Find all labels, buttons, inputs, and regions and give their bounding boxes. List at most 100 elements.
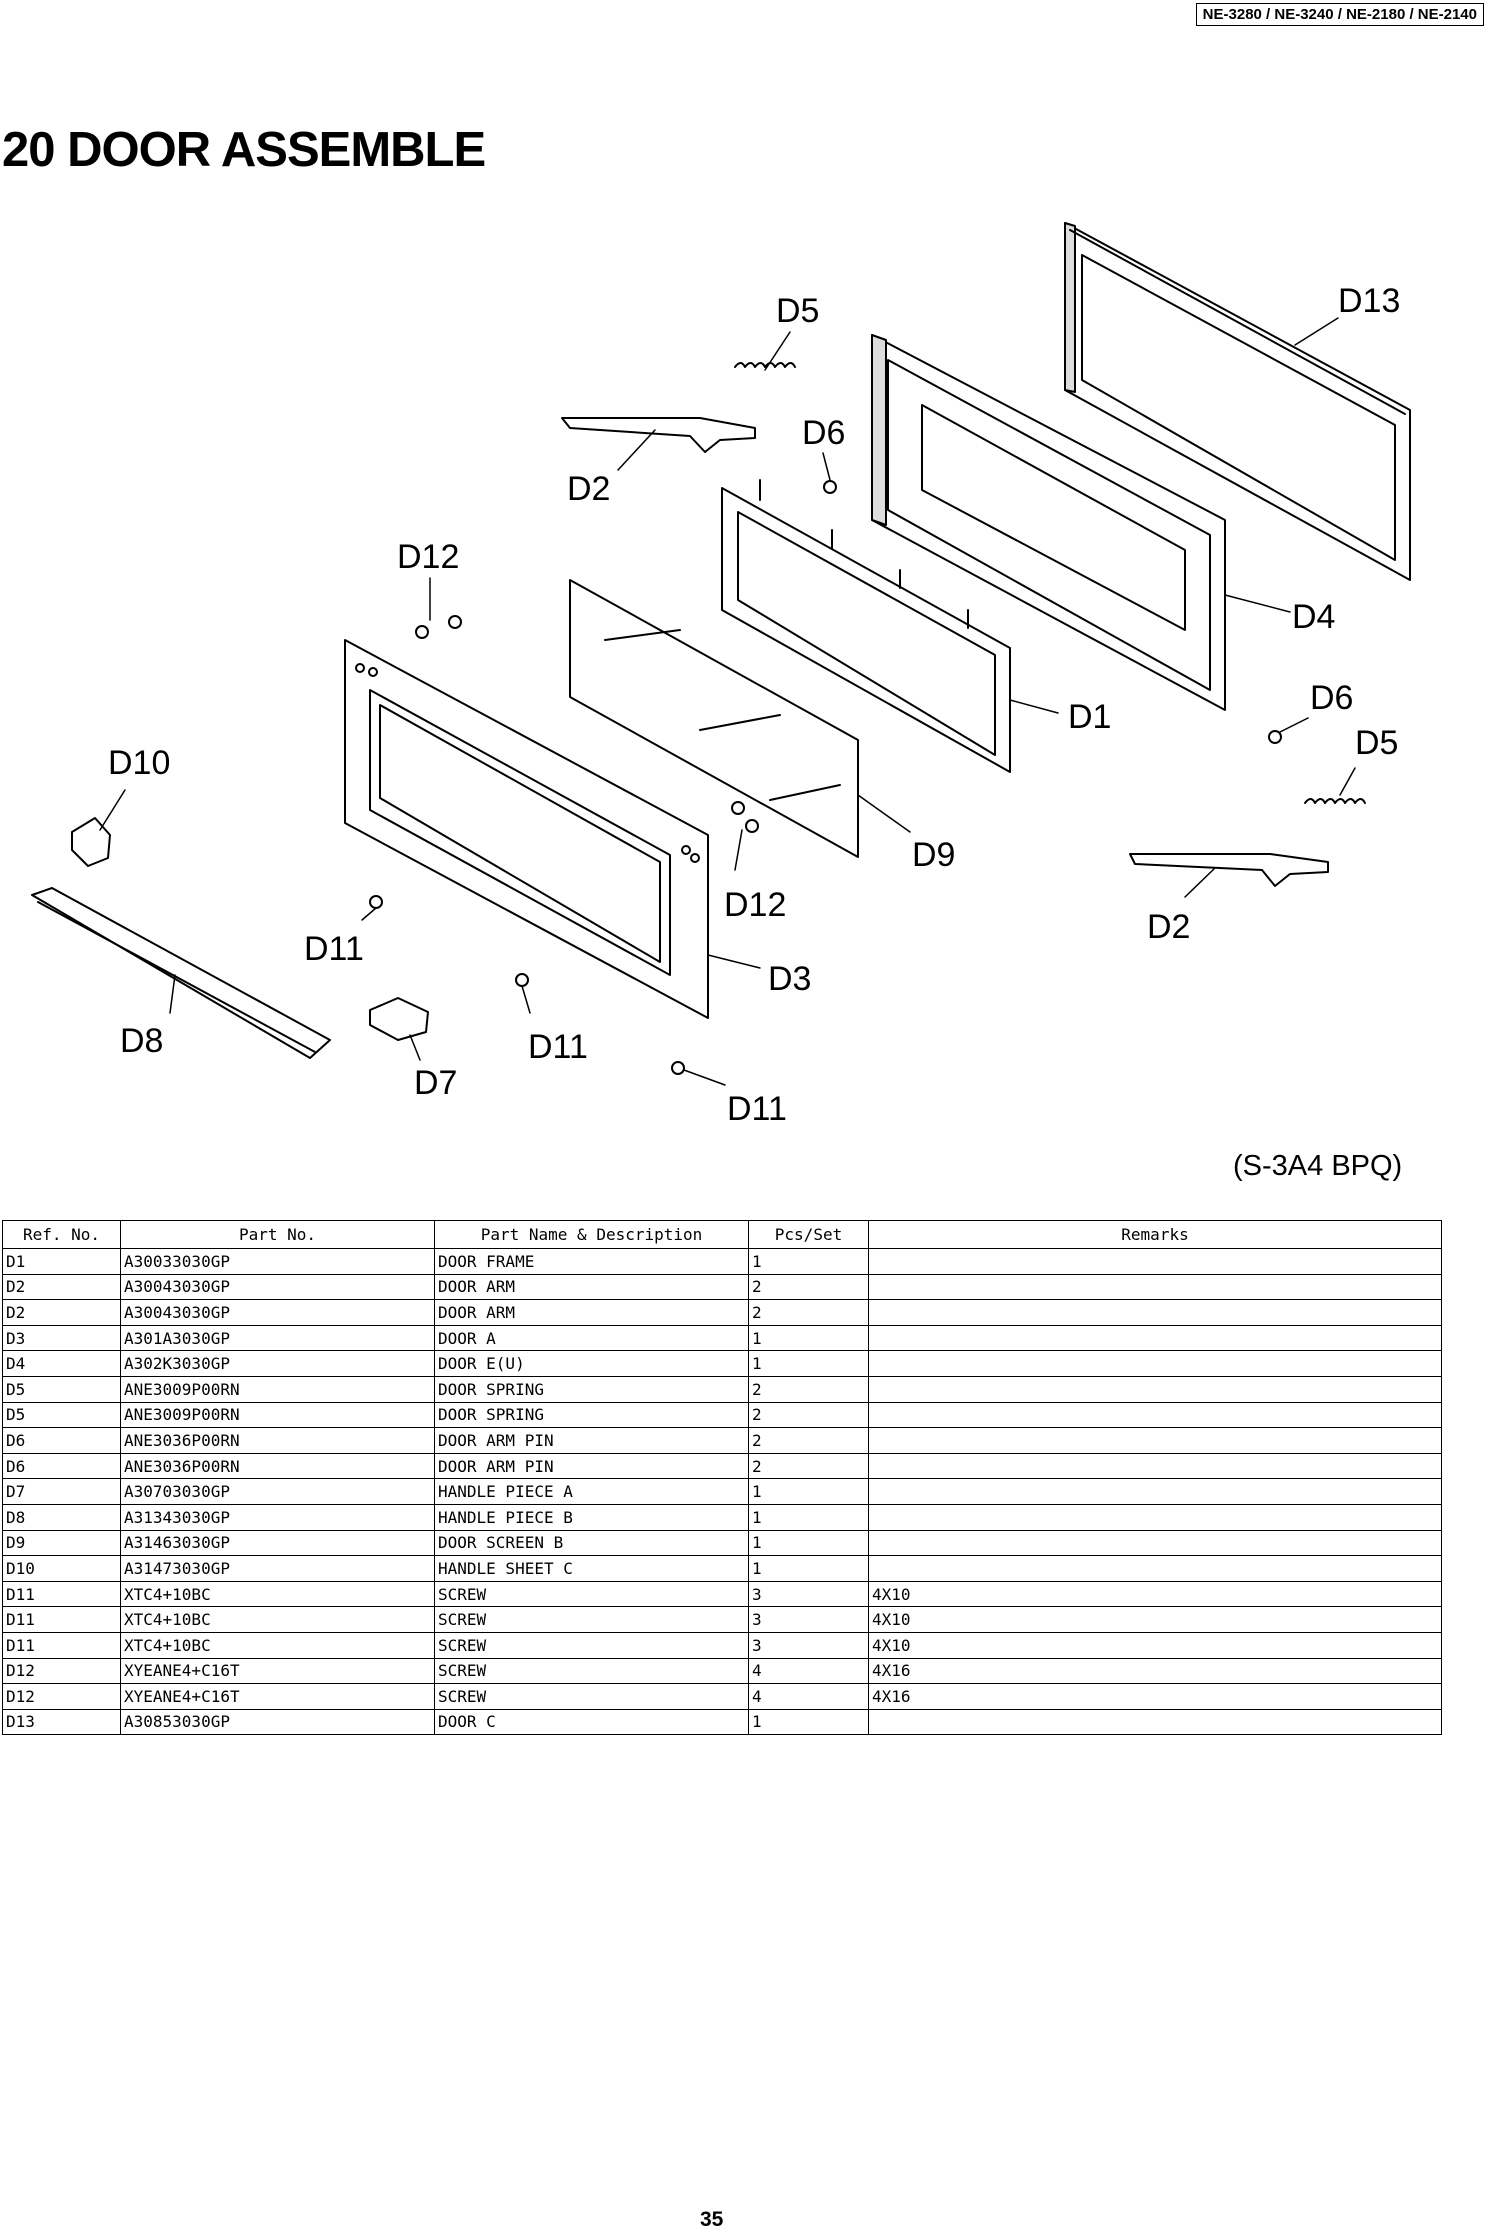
cell-description: SCREW (434, 1657, 749, 1685)
door-spring-lower-part (1304, 798, 1366, 804)
cell-ref: D12 (2, 1683, 121, 1710)
cell-remarks (868, 1273, 1442, 1301)
cell-pcs: 3 (748, 1606, 869, 1633)
callout-d11: D11 (528, 1028, 588, 1066)
cell-ref: D10 (2, 1555, 121, 1582)
cell-part-no: A31473030GP (120, 1555, 435, 1582)
cell-description: DOOR E(U) (434, 1350, 749, 1377)
callout-d5: D5 (1355, 724, 1398, 762)
cell-ref: D3 (2, 1324, 121, 1352)
callout-d8: D8 (120, 1022, 163, 1060)
cell-part-no: XYEANE4+C16T (120, 1683, 435, 1710)
callout-d2: D2 (567, 470, 610, 508)
cell-description: DOOR ARM (434, 1299, 749, 1326)
door-spring-upper-part (734, 362, 796, 368)
callout-d11: D11 (727, 1090, 787, 1128)
page-title: 20 DOOR ASSEMBLE (2, 123, 486, 177)
cell-remarks (868, 1427, 1442, 1454)
cell-ref: D2 (2, 1299, 121, 1326)
door-arm-pin-upper-part (823, 480, 837, 494)
cell-remarks: 4X10 (868, 1580, 1442, 1608)
cell-description: HANDLE PIECE B (434, 1503, 749, 1531)
cell-description: DOOR SPRING (434, 1401, 749, 1429)
door-c-part (1064, 222, 1411, 581)
cell-part-no: ANE3009P00RN (120, 1375, 435, 1403)
cell-pcs: 1 (748, 1478, 869, 1505)
cell-pcs: 2 (748, 1401, 869, 1429)
cell-pcs: 1 (748, 1248, 869, 1275)
handle-sheet-c-part (71, 817, 111, 867)
drawing-code: (S-3A4 BPQ) (1233, 1150, 1403, 1182)
cell-remarks: 4X16 (868, 1657, 1442, 1685)
callout-d13: D13 (1338, 282, 1400, 320)
callout-d2: D2 (1147, 908, 1190, 946)
cell-ref: D12 (2, 1657, 121, 1685)
cell-pcs: 4 (748, 1683, 869, 1710)
cell-remarks (868, 1350, 1442, 1377)
cell-description: DOOR ARM (434, 1273, 749, 1301)
callout-d12: D12 (724, 886, 786, 924)
cell-part-no: A301A3030GP (120, 1324, 435, 1352)
cell-remarks: 4X10 (868, 1631, 1442, 1659)
cell-remarks (868, 1529, 1442, 1557)
cell-description: DOOR C (434, 1708, 749, 1736)
cell-part-no: ANE3036P00RN (120, 1452, 435, 1480)
cell-description: DOOR A (434, 1324, 749, 1352)
cell-part-no: A31343030GP (120, 1503, 435, 1531)
cell-part-no: ANE3036P00RN (120, 1427, 435, 1454)
cell-description: SCREW (434, 1683, 749, 1710)
cell-description: DOOR ARM PIN (434, 1452, 749, 1480)
cell-description: HANDLE PIECE A (434, 1478, 749, 1505)
cell-description: SCREW (434, 1606, 749, 1633)
cell-description: DOOR FRAME (434, 1248, 749, 1275)
cell-part-no: A30043030GP (120, 1299, 435, 1326)
callout-d11: D11 (304, 930, 364, 968)
cell-pcs: 1 (748, 1555, 869, 1582)
door-arm-upper-part (561, 417, 756, 453)
cell-remarks (868, 1324, 1442, 1352)
cell-part-no: A302K3030GP (120, 1350, 435, 1377)
cell-ref: D11 (2, 1631, 121, 1659)
cell-remarks (868, 1478, 1442, 1505)
callout-d9: D9 (912, 836, 955, 874)
cell-description: DOOR ARM PIN (434, 1427, 749, 1454)
callout-d1: D1 (1068, 698, 1111, 736)
header-pcs-set: Pcs/Set (748, 1220, 869, 1249)
door-e-part (871, 334, 1226, 711)
cell-remarks: 4X16 (868, 1683, 1442, 1710)
cell-pcs: 1 (748, 1503, 869, 1531)
cell-ref: D11 (2, 1580, 121, 1608)
screw-d12-part (448, 615, 462, 629)
cell-pcs: 2 (748, 1452, 869, 1480)
cell-ref: D13 (2, 1708, 121, 1736)
header-part-name: Part Name & Description (434, 1220, 749, 1249)
door-arm-pin-lower-part (1268, 730, 1282, 744)
cell-part-no: A30033030GP (120, 1248, 435, 1275)
cell-ref: D9 (2, 1529, 121, 1557)
screw-d12-part (415, 625, 429, 639)
callout-d4: D4 (1292, 598, 1335, 636)
cell-remarks (868, 1503, 1442, 1531)
cell-pcs: 1 (748, 1708, 869, 1736)
cell-ref: D7 (2, 1478, 121, 1505)
cell-ref: D5 (2, 1375, 121, 1403)
cell-remarks (868, 1708, 1442, 1736)
cell-part-no: XTC4+10BC (120, 1606, 435, 1633)
screw-d11-part (369, 895, 383, 909)
cell-part-no: A30043030GP (120, 1273, 435, 1301)
cell-part-no: A30703030GP (120, 1478, 435, 1505)
